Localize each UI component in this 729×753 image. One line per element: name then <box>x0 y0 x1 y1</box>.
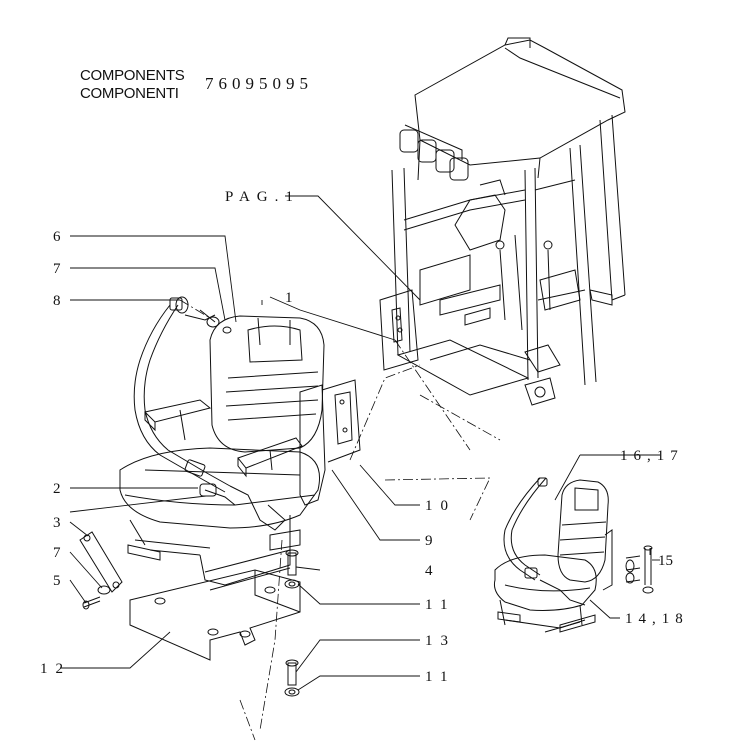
callout-2: 2 <box>53 481 61 497</box>
callout-7-top: 7 <box>53 261 61 277</box>
callout-5: 5 <box>53 573 61 589</box>
callout-13: 13 <box>425 633 456 649</box>
alternate-seat-drawing <box>494 477 654 633</box>
callout-3: 3 <box>53 515 61 531</box>
callout-15: 15 <box>658 553 673 569</box>
callout-9: 9 <box>425 533 433 549</box>
callout-8: 8 <box>53 293 61 309</box>
callout-11-bottom: 11 <box>425 669 455 685</box>
operator-seat-drawing <box>119 297 361 591</box>
mounting-plate-drawing <box>129 569 301 661</box>
callout-7-bottom: 7 <box>53 545 61 561</box>
cab-frame-drawing <box>379 37 626 406</box>
callout-leaders <box>60 195 660 691</box>
header-title-en: COMPONENTS <box>80 67 185 84</box>
callout-14-18: 14,18 <box>625 611 689 627</box>
callout-10: 10 <box>425 498 456 514</box>
callout-6: 6 <box>53 229 61 245</box>
bolts-and-washers <box>284 549 300 697</box>
part-code: 76095095 <box>205 74 313 93</box>
callout-4: 4 <box>425 563 433 579</box>
callout-labels: PAG.1 1 6 7 8 2 3 7 5 10 9 4 11 13 11 12… <box>40 189 689 685</box>
callout-11-top: 11 <box>425 597 455 613</box>
callout-1: 1 <box>285 290 293 306</box>
page-reference-label: PAG.1 <box>225 189 300 205</box>
reference-axis-lines <box>179 299 501 741</box>
callout-12: 12 <box>40 661 71 677</box>
callout-16-17: 16,17 <box>620 448 684 464</box>
header-title-it: COMPONENTI <box>80 85 179 102</box>
